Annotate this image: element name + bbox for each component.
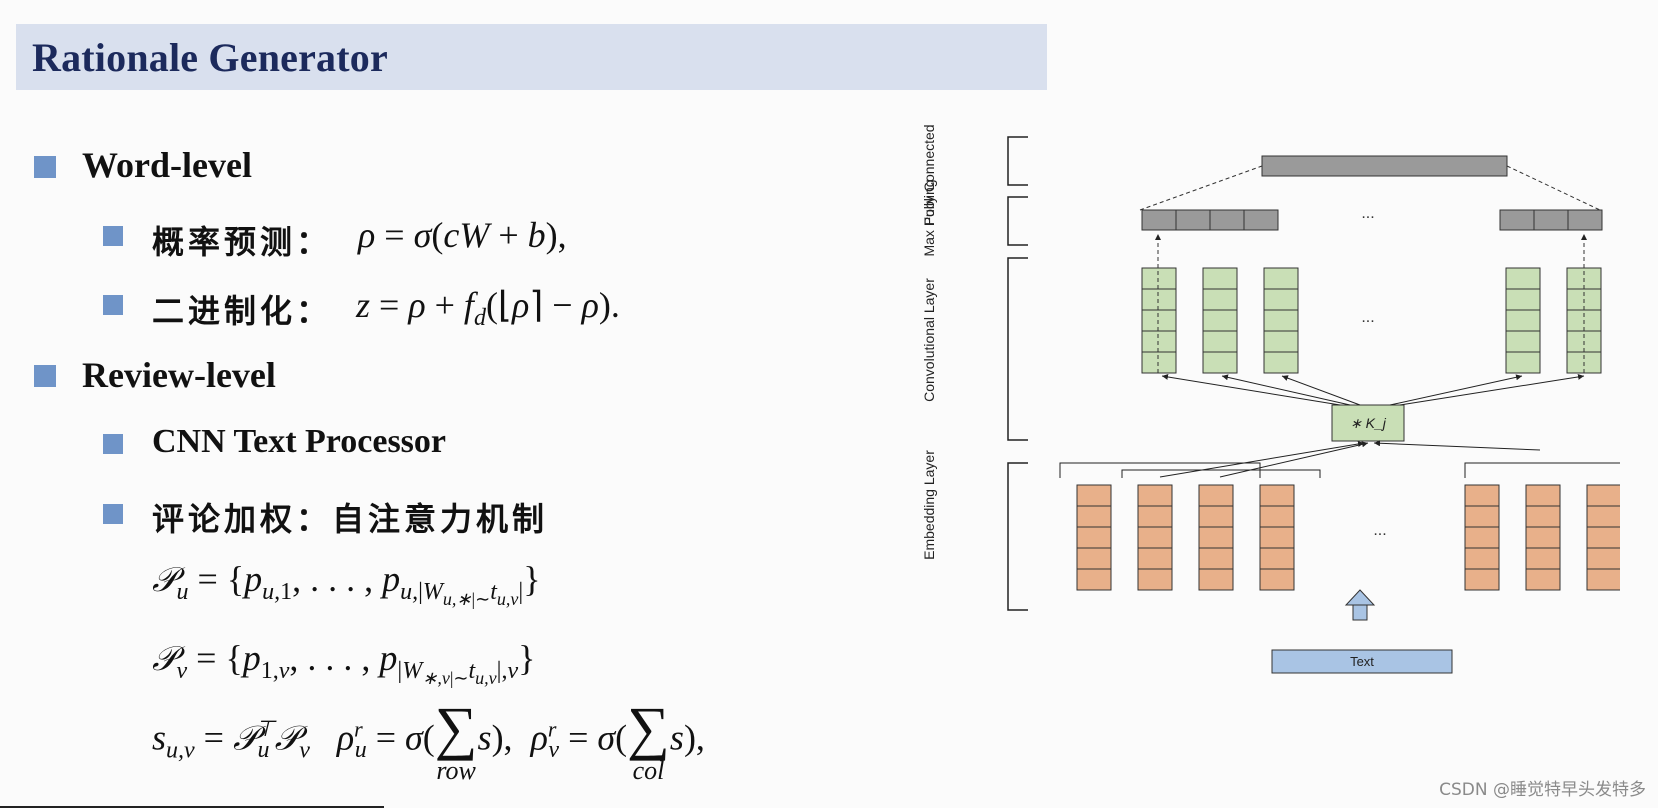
label-fully-connected: Fully Connected <box>921 124 937 225</box>
label-convolutional-layer: Convolutional Layer <box>921 278 937 402</box>
cnn-diagram: Fully Connected Max Pooling Convolutiona… <box>921 124 1620 674</box>
text-input-box <box>1271 649 1453 674</box>
watermark: CSDN @睡觉特早头发特多 <box>1439 780 1646 800</box>
review-level-heading: Review-level <box>82 355 276 395</box>
bullet-review-level <box>34 365 56 387</box>
binarize-formula: z = ρ + fd(⌊ρ⌉ − ρ). <box>356 285 620 332</box>
label-max-pooling: Max Pooling <box>921 179 937 256</box>
bottom-divider <box>0 806 384 808</box>
embedding-columns <box>1076 484 1620 591</box>
pool-left <box>1141 209 1279 231</box>
cnn-label: CNN Text Processor <box>152 423 446 460</box>
bullet-word-level <box>34 156 56 178</box>
kernel-box <box>1331 404 1405 442</box>
formula-pu: 𝒫u = {pu,1, . . . , pu,|Wu,∗|∼tu,v|} <box>152 559 541 609</box>
ellipsis-conv: ... <box>1361 309 1374 326</box>
layer-brackets <box>1007 136 1028 611</box>
label-embedding-layer: Embedding Layer <box>921 450 937 560</box>
word-level-heading: Word-level <box>82 145 252 185</box>
ellipsis-pool: ... <box>1361 205 1374 222</box>
bullet-cnn <box>103 434 123 454</box>
bullet-prob <box>103 226 123 246</box>
bullet-binarize <box>103 295 123 315</box>
title-bar <box>16 24 1047 90</box>
kernel-label: ∗ K_j <box>1350 415 1387 431</box>
bullet-attention <box>103 504 123 524</box>
prob-formula: ρ = σ(cW + b), <box>358 215 567 255</box>
up-arrow-icon <box>1344 589 1376 621</box>
formula-pv: 𝒫v = {p1,v, . . . , p|W∗,v|∼tu,v|,v} <box>152 638 536 688</box>
prob-label: 概率预测： <box>152 223 333 261</box>
slide-title: Rationale Generator <box>32 35 388 80</box>
fc-bar <box>1261 155 1508 177</box>
text-input-label: Text <box>1350 654 1374 669</box>
pool-right <box>1499 209 1603 231</box>
binarize-label: 二进制化： <box>152 292 333 330</box>
conv-columns <box>1141 267 1602 374</box>
ellipsis-embedding: ... <box>1373 522 1386 539</box>
attention-label: 评论加权：自注意力机制 <box>152 500 549 538</box>
